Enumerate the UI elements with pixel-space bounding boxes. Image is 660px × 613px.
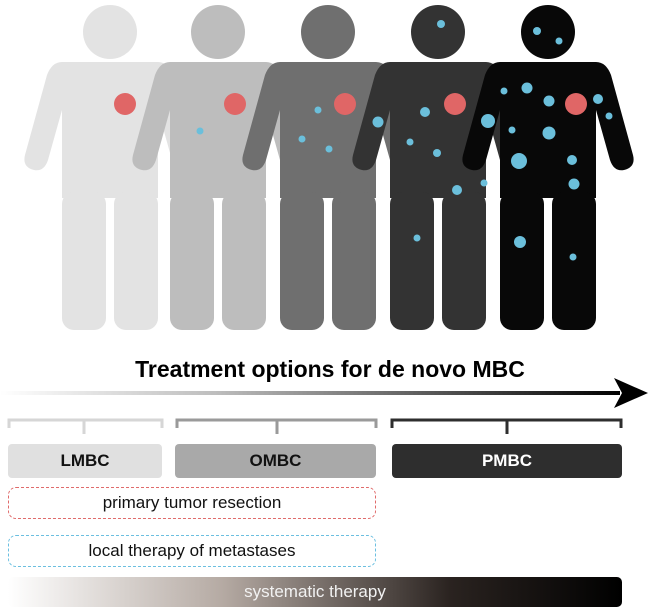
stage-pmbc: PMBC: [392, 444, 622, 478]
primary-tumor: [334, 93, 356, 115]
stage-ombc: OMBC: [175, 444, 376, 478]
option-label: systematic therapy: [244, 582, 386, 601]
figure-title: Treatment options for de novo MBC: [135, 356, 525, 382]
person-figure: [242, 5, 414, 330]
progression-arrow: [0, 378, 648, 408]
bracket-lmbc: [7, 418, 164, 434]
option-primary-tumor-resection: primary tumor resection: [8, 487, 376, 519]
person-figure: [24, 5, 196, 330]
bracket-ombc: [175, 418, 378, 434]
option-local-therapy: local therapy of metastases: [8, 535, 376, 567]
primary-tumor: [444, 93, 466, 115]
option-label: primary tumor resection: [102, 493, 282, 512]
option-label: local therapy of metastases: [88, 541, 296, 560]
bracket-pmbc: [390, 418, 623, 434]
primary-tumor: [565, 93, 587, 115]
primary-tumor: [114, 93, 136, 115]
metastasis-dots: [196, 20, 613, 261]
option-systemic-therapy: systematic therapy: [8, 577, 622, 607]
person-figure: [132, 5, 304, 330]
disease-progression-figure: [24, 5, 634, 330]
stage-brackets: [7, 418, 623, 434]
person-figure: [352, 5, 524, 330]
stage-lmbc: LMBC: [8, 444, 162, 478]
primary-tumor: [224, 93, 246, 115]
person-figure: [462, 5, 634, 330]
